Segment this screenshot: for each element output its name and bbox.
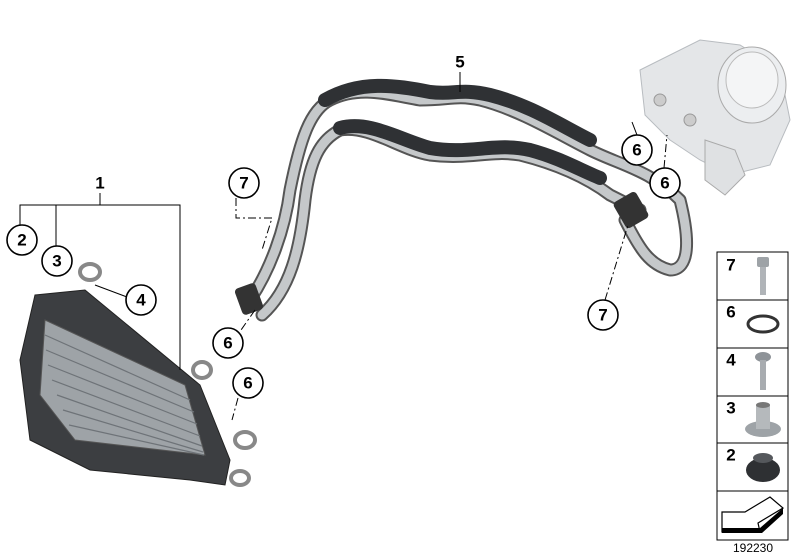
callout-7-upper: 7 [228,167,260,199]
callout-6-a: 6 [621,134,653,166]
reference-number: 192230 [733,541,773,555]
o-ring-icon [746,314,780,334]
svg-text:3: 3 [52,252,61,271]
oil-cooler [19,262,257,487]
legend-row-6: 6 [726,303,780,334]
svg-text:7: 7 [726,256,735,275]
callout-1: 1 [95,174,104,193]
svg-text:2: 2 [17,231,26,250]
svg-text:4: 4 [136,291,146,310]
svg-text:7: 7 [598,306,607,325]
svg-text:6: 6 [632,141,641,160]
callout-5: 5 [455,53,464,72]
callout-6-b: 6 [649,167,681,199]
oil-cooler-lines [235,78,694,322]
parts-legend-panel: 7 6 4 3 2 [716,251,789,541]
arrow-icon [721,496,785,533]
flange-bolt-icon [755,352,771,390]
svg-text:3: 3 [726,399,735,418]
oil-filter-housing [639,39,791,196]
legend-row-3: 3 [726,399,781,437]
bushing-icon [745,402,781,437]
svg-text:2: 2 [726,446,735,465]
legend-row-4: 4 [726,351,771,390]
svg-text:6: 6 [726,303,735,322]
legend-row-7: 7 [726,256,769,295]
svg-text:6: 6 [243,374,252,393]
leader-lines [19,72,668,421]
callout-4: 4 [125,284,157,316]
callout-3: 3 [41,245,73,277]
svg-text:6: 6 [223,334,232,353]
hex-bolt-icon [757,257,769,295]
svg-text:4: 4 [726,351,736,370]
callout-2: 2 [6,224,38,256]
callout-6-d: 6 [232,367,264,399]
legend-row-2: 2 [726,446,780,482]
rubber-grommet-icon [746,453,780,482]
svg-text:7: 7 [239,174,248,193]
callout-7-lower: 7 [587,299,619,331]
callout-6-c: 6 [212,327,244,359]
svg-text:6: 6 [660,174,669,193]
